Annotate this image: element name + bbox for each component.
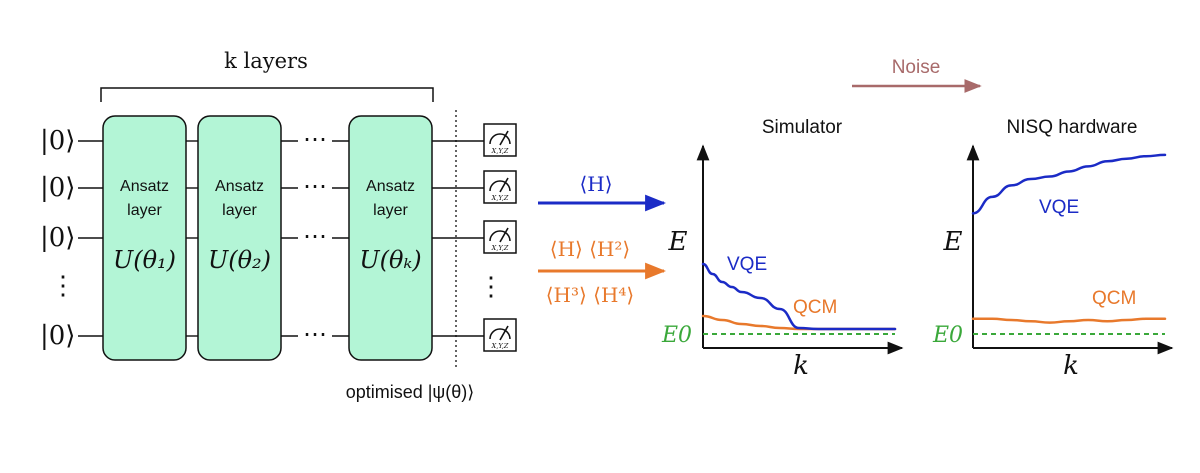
optimised-state-label: optimised |ψ(θ)⟩ bbox=[346, 382, 475, 402]
svg-text:E0: E0 bbox=[932, 323, 963, 348]
ansatz-block-1-line1: Ansatz bbox=[120, 178, 169, 195]
meter-icon bbox=[489, 180, 511, 192]
ket-2: |0⟩ bbox=[40, 223, 75, 253]
vqe-measurement-label: ⟨H⟩ bbox=[579, 172, 612, 196]
nisq-hardware-chart: NISQ hardware E k E0 VQE QCM bbox=[932, 117, 1174, 381]
ket-0: |0⟩ bbox=[40, 126, 75, 156]
measurement-box-0: X,Y,Z bbox=[483, 123, 517, 157]
ansatz-block-k: Ansatz layer U(θₖ) bbox=[348, 115, 433, 361]
simulator-title: Simulator bbox=[762, 117, 843, 138]
nisq-series-label-vqe: VQE bbox=[1039, 197, 1079, 218]
meter-icon bbox=[489, 133, 511, 145]
meter-icon bbox=[489, 230, 511, 242]
simulator-plot-area bbox=[701, 262, 897, 335]
simulator-series-label-vqe: VQE bbox=[727, 254, 767, 275]
simulator-baseline-label: E0 bbox=[661, 323, 692, 348]
layers-label: k layers bbox=[224, 49, 308, 73]
nisq-baseline-label: E0 bbox=[932, 323, 963, 348]
measurement-boxes: X,Y,Z X,Y,Z X,Y,Z X,Y,Z bbox=[483, 123, 517, 352]
measurement-box-3: X,Y,Z bbox=[483, 318, 517, 352]
ansatz-block-k-line1: Ansatz bbox=[366, 178, 415, 195]
noise-label: Noise bbox=[892, 57, 941, 78]
series-line-qcm bbox=[971, 317, 1167, 324]
simulator-series-label-qcm: QCM bbox=[793, 297, 837, 318]
nisq-baseline-label-text: E0 bbox=[932, 323, 963, 348]
nisq-x-label: k bbox=[1063, 351, 1079, 381]
simulator-baseline-label-text: E0 bbox=[661, 323, 692, 348]
simulator-y-label: E bbox=[668, 227, 688, 257]
layers-bracket bbox=[100, 87, 434, 102]
qcm-measurements-line1: ⟨H⟩ ⟨H²⟩ bbox=[550, 237, 630, 261]
simulator-x-label: k bbox=[793, 351, 809, 381]
measurement-box-1: X,Y,Z bbox=[483, 170, 517, 204]
ket-1: |0⟩ bbox=[40, 173, 75, 203]
ket-vertical-dots: ⋮ bbox=[50, 271, 76, 301]
ket-labels: |0⟩ |0⟩ |0⟩ ⋮ |0⟩ bbox=[40, 126, 76, 351]
ansatz-block-1-unitary: U(θ₁) bbox=[113, 246, 176, 274]
ansatz-block-2-line1: Ansatz bbox=[215, 178, 264, 195]
svg-text:E0: E0 bbox=[661, 323, 692, 348]
ansatz-block-2: Ansatz layer U(θ₂) bbox=[197, 115, 282, 361]
meter-icon bbox=[489, 328, 511, 340]
ansatz-block-2-line2: layer bbox=[222, 202, 257, 219]
measurement-box-2: X,Y,Z bbox=[483, 220, 517, 254]
layer-ellipses: ⋯ ⋯ ⋯ ⋯ bbox=[303, 125, 327, 348]
ansatz-block-1-line2: layer bbox=[127, 202, 162, 219]
ansatz-block-k-unitary: U(θₖ) bbox=[359, 246, 421, 274]
series-line-vqe bbox=[971, 153, 1167, 215]
measure-basis-label: X,Y,Z bbox=[491, 147, 509, 155]
measure-vertical-dots: ⋮ bbox=[478, 272, 504, 302]
ansatz-block-k-line2: layer bbox=[373, 202, 408, 219]
nisq-series-label-qcm: QCM bbox=[1092, 288, 1136, 309]
qcm-measurements-line2: ⟨H³⟩ ⟨H⁴⟩ bbox=[546, 283, 635, 307]
measure-basis-label: X,Y,Z bbox=[491, 244, 509, 252]
series-line-vqe bbox=[701, 262, 897, 331]
ansatz-block-2-unitary: U(θ₂) bbox=[208, 246, 271, 274]
ellipsis-4: ⋯ bbox=[303, 320, 327, 348]
ellipsis-2: ⋯ bbox=[303, 222, 327, 250]
simulator-chart: Simulator E k E0 VQE QCM bbox=[661, 117, 904, 381]
ansatz-block-1: Ansatz layer U(θ₁) bbox=[102, 115, 187, 361]
qubit-wires bbox=[78, 140, 484, 337]
nisq-plot-area bbox=[971, 153, 1167, 335]
nisq-title: NISQ hardware bbox=[1007, 117, 1138, 138]
nisq-y-label: E bbox=[943, 227, 963, 257]
measure-basis-label: X,Y,Z bbox=[491, 194, 509, 202]
ket-4: |0⟩ bbox=[40, 321, 75, 351]
ellipsis-1: ⋯ bbox=[303, 172, 327, 200]
measure-basis-label: X,Y,Z bbox=[491, 342, 509, 350]
ellipsis-0: ⋯ bbox=[303, 125, 327, 153]
